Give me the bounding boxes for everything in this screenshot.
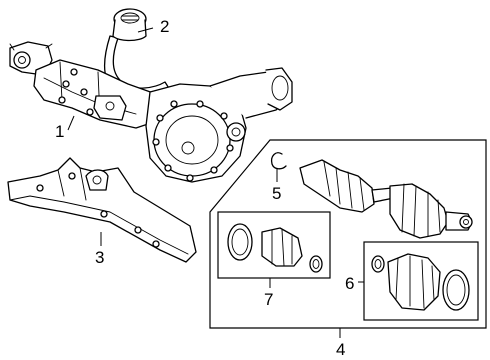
callout-6: 6 xyxy=(345,274,354,293)
callout-7: 7 xyxy=(264,290,273,309)
outer-boot-kit xyxy=(363,241,479,321)
callout-2: 2 xyxy=(160,17,169,36)
inner-boot-kit xyxy=(217,211,331,279)
kit-outline xyxy=(209,139,487,329)
callout-3: 3 xyxy=(95,248,104,267)
snap-ring xyxy=(270,152,287,170)
leader-lines xyxy=(67,27,364,338)
callout-4: 4 xyxy=(336,340,345,359)
callout-5: 5 xyxy=(272,184,281,203)
axle-shaft-assembly xyxy=(209,139,487,329)
skid-plate-bracket xyxy=(7,157,197,263)
front-axle-housing xyxy=(9,41,293,183)
callout-1: 1 xyxy=(55,122,64,141)
